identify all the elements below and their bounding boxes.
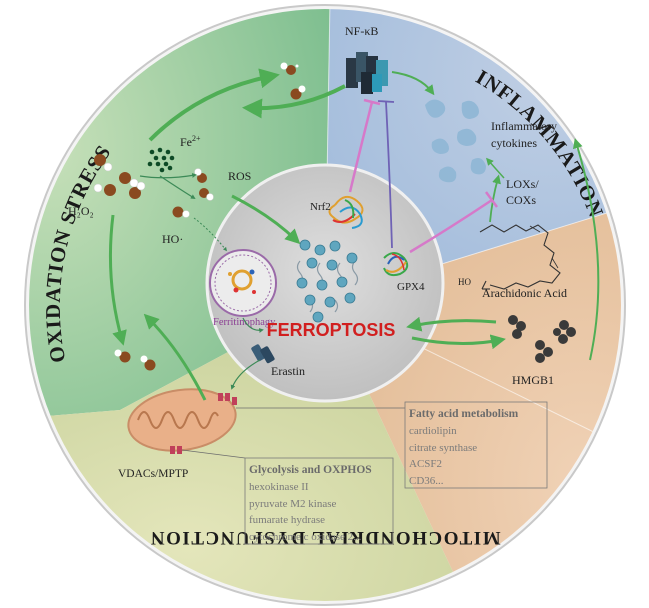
arachidonic-ho-label: HO: [458, 277, 471, 287]
cytokines-label-line2: cytokines: [491, 136, 537, 150]
arrow-hmgb1-to-cytokines: [572, 138, 600, 361]
fatty-acid-title: Fatty acid metabolism: [409, 408, 519, 420]
fe2-ions-icon: [147, 147, 175, 173]
arachidonic-acid-label: Arachidonic Acid: [482, 286, 567, 300]
inhibit-gpx4-lox: [409, 198, 493, 254]
arrow-nfkb-to-cytokines: [391, 71, 435, 96]
vdac-label: VDACs/MPTP: [118, 468, 188, 480]
nfkb-label: NF-κB: [345, 24, 378, 38]
water-molecules-bottom-icon: [114, 349, 156, 371]
inflammatory-cytokines-icon: [425, 99, 486, 183]
ferritinophagy-label: Ferritinophagy: [213, 317, 276, 328]
hydroxyl-label: HO·: [162, 232, 183, 246]
pathway-arrows: [108, 68, 600, 401]
inhibit-nrf2-nfkb: [348, 101, 374, 193]
gpx4-protein-icon: [383, 252, 409, 277]
h2o2-molecules-icon: [93, 154, 146, 199]
arrow-erastin-to-mito: [230, 359, 261, 390]
glycolysis-title: Glycolysis and OXPHOS: [249, 464, 372, 476]
inhibit-gpx4-nfkb: [385, 101, 393, 249]
inhibition-lines: [348, 98, 499, 254]
ferritinophagy-vesicle: [209, 249, 277, 317]
ros-molecules-icon: [194, 168, 214, 201]
fatty-acid-metabolism-box: Fatty acid metabolism cardiolipin citrat…: [404, 401, 548, 489]
glycolysis-item: pyruvate M2 kinase: [249, 498, 336, 510]
fatty-acid-item: cardiolipin: [409, 425, 457, 437]
hmgb1-label: HMGB1: [512, 373, 554, 387]
glycolysis-item: hexokinase II: [249, 481, 309, 493]
nfkb-complex-icon: [346, 52, 388, 94]
fatty-acid-item: ACSF2: [409, 458, 442, 470]
nrf2-label: Nrf2: [310, 201, 331, 213]
lox-label-line1: LOXs/: [506, 177, 539, 191]
fatty-acid-item: CD36...: [409, 475, 444, 487]
lox-label-line2: COXs: [506, 193, 536, 207]
arrow-ho-to-vesicle: [193, 217, 227, 252]
ferroptosis-title: FERROPTOSIS: [267, 320, 396, 340]
erastin-label: Erastin: [271, 364, 305, 378]
nrf2-protein-icon: [328, 195, 364, 229]
fe2-label: Fe2+: [180, 134, 201, 149]
arrow-ros-to-lipid: [231, 194, 301, 245]
arrow-ferroptosis-to-hmgb1: [411, 334, 506, 350]
hydroxyl-radical-icon: [172, 206, 190, 218]
arrow-nfkb-to-water: [242, 84, 346, 119]
hmgb1-icon: [508, 315, 576, 363]
section-title-mito: MITOCHONDRIAL DYSFUNCTION: [149, 527, 500, 548]
erastin-molecule-icon: [251, 344, 275, 364]
arachidonic-acid-structure: [479, 224, 561, 290]
glycolysis-oxphos-box: Glycolysis and OXPHOS hexokinase II pyru…: [244, 457, 394, 545]
h2o2-label: H₂O₂: [68, 204, 94, 218]
arrow-h2o2-to-water: [148, 68, 280, 142]
arrow-h2o2-to-bottom-water: [108, 214, 127, 346]
mitochondrion-icon: [127, 388, 237, 454]
water-molecules-top-icon: [280, 62, 306, 100]
arrow-hmgb1-to-ferroptosis: [406, 316, 497, 332]
arrow-mito-to-oxidation: [143, 313, 207, 401]
ros-label: ROS: [228, 169, 251, 183]
arrow-h2o2-to-ros: [139, 173, 197, 179]
arrow-vesicle-to-ferroptosis: [242, 317, 264, 333]
gpx4-label: GPX4: [397, 281, 425, 293]
fatty-acid-item: citrate synthase: [409, 442, 477, 454]
arrow-lox-to-cytokines: [486, 157, 505, 179]
glycolysis-item: cytochrome c oxidase 2...: [249, 531, 362, 543]
lipid-peroxidation-icon: [296, 239, 359, 323]
glycolysis-item: fumarate hydrase: [249, 514, 325, 526]
cytokines-label-line1: Inflammatory: [491, 119, 557, 133]
